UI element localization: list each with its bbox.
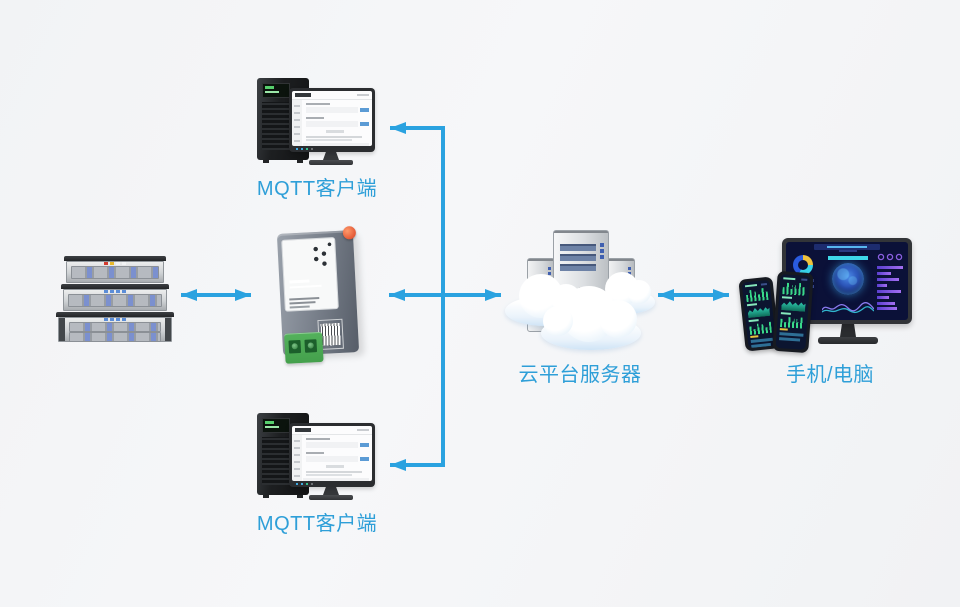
phone-computer-label: 手机/电脑 — [785, 364, 875, 386]
cloud-puff — [541, 286, 641, 350]
mqtt-client-top-label: MQTT客户端 — [256, 178, 378, 200]
phone-area-chart — [781, 299, 806, 312]
rack-drive-bays — [69, 332, 161, 342]
monitor — [289, 423, 375, 487]
monitor-stand — [323, 487, 339, 495]
phone-area-chart — [747, 305, 770, 318]
monitor-stand — [323, 152, 339, 160]
phone-screen — [741, 279, 777, 349]
rack-unit-2 — [61, 284, 169, 311]
rack-status-leds — [104, 290, 126, 293]
rack-unit-face — [58, 317, 172, 342]
dashboard-globe — [832, 263, 864, 295]
cloud-server-label: 云平台服务器 — [518, 364, 642, 386]
phone-bar-chart — [780, 315, 805, 329]
rack-status-leds — [104, 262, 126, 265]
arrow-branch-mqtt-bottom — [390, 297, 445, 471]
cloud-puff-lobe — [543, 306, 573, 336]
dashboard-donut-chart — [793, 255, 813, 275]
rack-unit-1 — [64, 256, 166, 283]
mqtt-client-bottom: MQTT客户端 — [255, 411, 379, 541]
server-rack — [56, 256, 174, 342]
monitor-stand-base — [309, 160, 353, 165]
phone-bar-chart — [745, 287, 768, 302]
rack-drive-bays — [71, 266, 159, 279]
dashboard-big-number — [826, 250, 870, 260]
monitor-stand-base — [818, 337, 878, 344]
dashboard-horizontal-bar-chart — [877, 266, 905, 310]
mqtt-app-window — [292, 91, 372, 146]
mqtt-app-window — [292, 426, 372, 481]
phone-screen — [775, 274, 811, 350]
rack-unit-face — [63, 289, 167, 311]
rack-unit-face — [66, 261, 164, 283]
tower-lcd-display — [262, 418, 290, 433]
dashboard-title-bar — [814, 244, 880, 250]
phone-right — [772, 270, 814, 354]
rack-unit-top-edge — [61, 284, 169, 289]
monitor-stand — [840, 324, 856, 337]
mqtt-client-top: MQTT客户端 — [255, 76, 379, 206]
rack-unit-top-edge — [56, 312, 174, 317]
arrow-branch-mqtt-top — [390, 122, 445, 293]
mqtt-client-bottom-label: MQTT客户端 — [256, 513, 378, 535]
dashboard-line-chart — [822, 302, 874, 314]
rack-unit-3 — [56, 312, 174, 342]
monitor-stand-base — [309, 495, 353, 500]
cloud-server: 云平台服务器 — [505, 228, 655, 388]
phone-bar-chart — [749, 321, 772, 335]
phone-bar-chart — [782, 281, 807, 296]
rack-status-leds — [104, 318, 126, 321]
dashboard-ring-icons — [877, 253, 904, 261]
monitor — [289, 88, 375, 152]
rack-unit-top-edge — [64, 256, 166, 261]
rack-drive-bays — [68, 294, 162, 307]
rack-drive-bays — [69, 322, 161, 332]
phone-computer: 手机/电脑 — [738, 236, 918, 386]
